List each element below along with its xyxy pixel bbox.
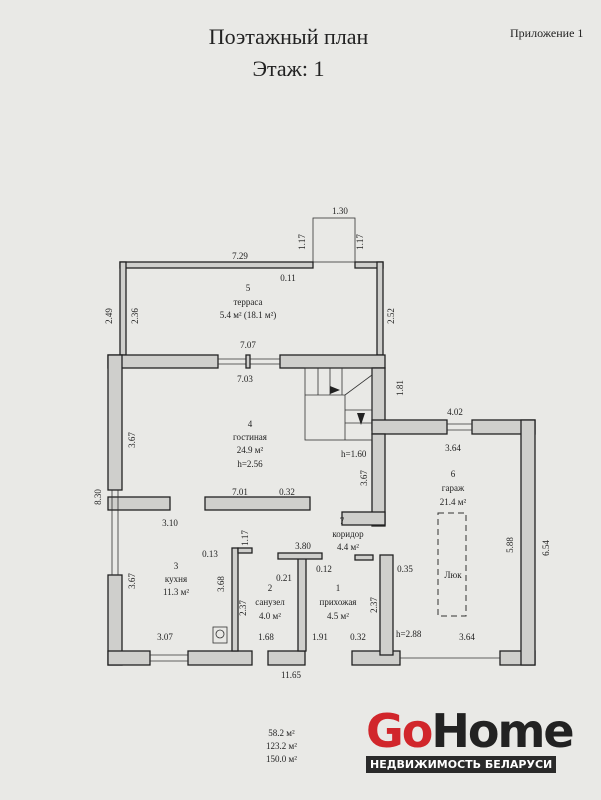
room-name: коридор [332, 529, 364, 539]
porch-outline [312, 217, 356, 263]
dimension: 3.10 [162, 518, 178, 528]
total-living: 58.2 м² [268, 728, 295, 738]
hatch-outline [437, 512, 467, 617]
logo-go: Go [366, 704, 433, 758]
dimension: 7.01 [232, 487, 248, 497]
total-general: 123.2 м² [266, 741, 297, 751]
dimension: 1.17 [240, 530, 250, 546]
stair-arrow-icon [330, 386, 340, 394]
door-post [245, 354, 251, 369]
dimension: 1.68 [258, 632, 274, 642]
room-area: 4.4 м² [337, 542, 359, 552]
dimension: 0.11 [280, 273, 295, 283]
staircase [304, 367, 373, 441]
dimension: 3.64 [459, 632, 475, 642]
room-name: кухня [165, 574, 187, 584]
room-number: 1 [336, 583, 341, 593]
room-area: 4.5 м² [327, 611, 349, 621]
dimension: 2.37 [238, 600, 248, 616]
dimension: 4.02 [447, 407, 463, 417]
toilet-icon [212, 626, 228, 644]
room-area: 4.0 м² [259, 611, 281, 621]
plan-title: Поэтажный план [208, 24, 369, 49]
gohome-logo: GoHome НЕДВИЖИМОСТЬ БЕЛАРУСИ [366, 708, 575, 773]
stairs-height: h=1.60 [341, 449, 367, 459]
appendix-label: Приложение 1 [510, 26, 584, 40]
garage-height: h=2.88 [396, 629, 422, 639]
dimension: 3.68 [216, 576, 226, 592]
room-number: 2 [268, 583, 273, 593]
room-number: 3 [174, 561, 179, 571]
room-name: гараж [442, 483, 465, 493]
room-name: гостиная [233, 432, 267, 442]
floor-label: Этаж: 1 [252, 56, 325, 81]
dimension: 7.07 [240, 340, 256, 350]
dimension: 1.30 [332, 206, 348, 216]
dimension: 1.17 [355, 234, 365, 250]
room-area: 11.3 м² [163, 587, 189, 597]
room-number: 7 [340, 516, 345, 526]
logo-home: Home [431, 704, 574, 758]
dimension: 0.12 [316, 564, 332, 574]
room-number: 5 [246, 283, 251, 293]
hatch-label: Люк [444, 570, 462, 580]
dimension: 0.21 [276, 573, 292, 583]
dimension: 6.54 [541, 540, 551, 556]
dimension: 3.07 [157, 632, 173, 642]
logo-tagline: НЕДВИЖИМОСТЬ БЕЛАРУСИ [366, 756, 557, 773]
dimension: 0.13 [202, 549, 218, 559]
dimension: 11.65 [281, 670, 301, 680]
dimension: 0.32 [279, 487, 295, 497]
area-totals: 58.2 м² 123.2 м² 150.0 м² [266, 727, 297, 766]
dimension: 2.52 [386, 308, 396, 324]
room-name: прихожая [320, 597, 357, 607]
dimension: 8.30 [93, 489, 103, 505]
stair-arrow-icon [357, 413, 365, 425]
dimension: 2.36 [130, 308, 140, 324]
dimension: 0.35 [397, 564, 413, 574]
dimension: 3.67 [359, 470, 369, 486]
dimension: 3.67 [127, 573, 137, 589]
room-number: 4 [248, 419, 253, 429]
house-walls [107, 354, 536, 666]
total-overall: 150.0 м² [266, 754, 297, 764]
dimension: 2.37 [369, 597, 379, 613]
dimension: 1.17 [297, 234, 307, 250]
room-area: 21.4 м² [440, 497, 467, 507]
dimension: 3.64 [445, 443, 461, 453]
room-name: санузел [255, 597, 285, 607]
room-number: 6 [451, 469, 456, 479]
dimension: 7.29 [232, 251, 248, 261]
dimension: 7.03 [237, 374, 253, 384]
room-area: 5.4 м² (18.1 м²) [220, 310, 277, 320]
room-area: 24.9 м² [237, 445, 264, 455]
dimension: 0.32 [350, 632, 366, 642]
dimension: 3.80 [295, 541, 311, 551]
dimension: 3.67 [127, 432, 137, 448]
dimension: 1.81 [395, 380, 405, 396]
room-name: терраса [233, 297, 262, 307]
dimension: 2.49 [104, 308, 114, 324]
dimension: 1.91 [312, 632, 328, 642]
dimension: 5.88 [505, 537, 515, 553]
room-height: h=2.56 [237, 459, 263, 469]
